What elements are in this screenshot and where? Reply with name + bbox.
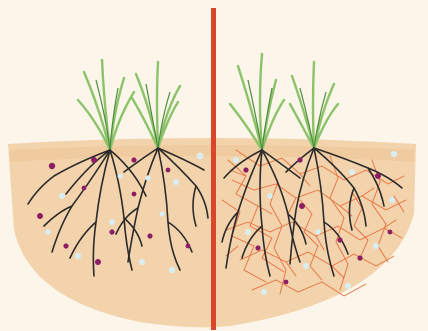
left-plant-2	[132, 62, 180, 148]
right-plant-1	[230, 54, 284, 150]
left-plant-1	[78, 60, 134, 150]
grass-tuft	[230, 54, 284, 150]
grass-tuft	[290, 62, 338, 148]
panel-divider	[211, 8, 216, 330]
grass-tuft	[78, 60, 134, 150]
right-plant-2	[290, 62, 338, 148]
